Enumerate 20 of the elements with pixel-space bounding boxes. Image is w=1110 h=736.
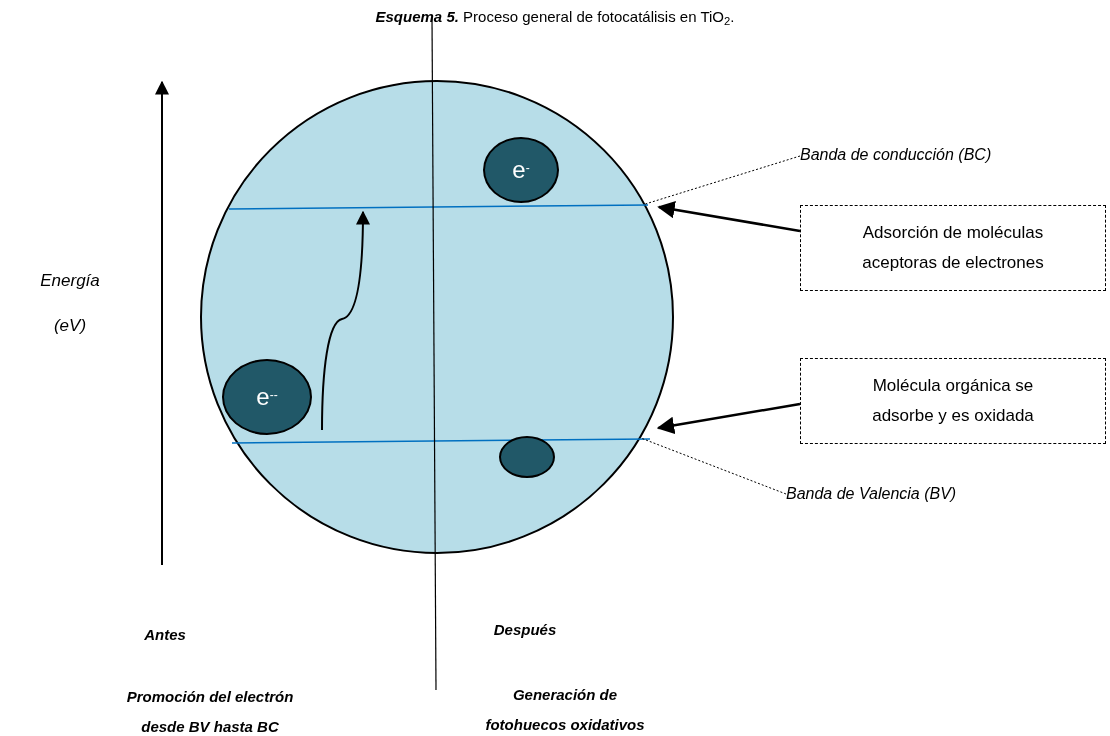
dashed-box	[800, 205, 1106, 291]
band-label: Banda de Valencia (BV)	[786, 482, 1026, 508]
band-label: Banda de conducción (BC)	[800, 143, 1040, 169]
hole-circle	[499, 436, 555, 478]
electron-label: e$^{--}$	[256, 382, 278, 412]
box-text: Adsorción de moléculas aceptoras de electrones	[861, 222, 1045, 274]
text-label: Promoción del electrón desde BV hasta BC	[125, 687, 295, 736]
electron-label: e$^{-}$	[512, 155, 530, 185]
dashed-box	[800, 358, 1106, 444]
text-label: Energía	[39, 270, 101, 292]
text-label: Antes	[143, 625, 187, 645]
arrow	[657, 201, 801, 233]
arrow	[656, 402, 801, 434]
text-label: (eV)	[52, 315, 88, 337]
title: Esquema 5. Proceso general de fotocatálisis en TiO$_{2}$.	[374, 7, 736, 29]
leader-line	[644, 155, 801, 205]
leader-line	[640, 437, 787, 495]
box-text: Molécula orgánica se adsorbe y es oxidada	[871, 375, 1035, 427]
text-label: Después	[492, 620, 558, 640]
text-label: Generación de fotohuecos oxidativos	[484, 685, 646, 735]
